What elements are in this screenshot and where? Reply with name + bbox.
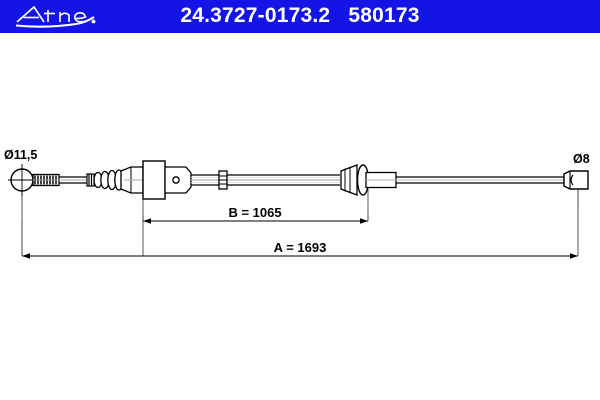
mid-collar: [218, 170, 228, 190]
label-dimension-b: B = 1065: [228, 205, 281, 220]
header-bar: 24.3727-0173.2 580173: [0, 0, 600, 33]
label-dimension-a: A = 1693: [274, 240, 327, 255]
threaded-nipple: [86, 173, 95, 187]
header-separator: [0, 33, 600, 35]
cone-flange-fitting: [340, 164, 370, 196]
ball-end-crosshair: [8, 164, 36, 196]
technical-drawing: Ø11,5 Ø8 B = 1065 A = 1693: [0, 35, 600, 400]
outer-tube: [191, 174, 340, 186]
thin-cable-right: [396, 176, 564, 184]
dimension-drop-lines: [21, 215, 579, 256]
eyelet-block: [164, 166, 192, 194]
ate-logo: [14, 3, 102, 30]
dimension-line-b: [143, 218, 368, 224]
cable-assembly-svg: Ø11,5 Ø8 B = 1065 A = 1693: [4, 148, 590, 259]
header-title: 24.3727-0173.2 580173: [180, 4, 420, 27]
bellows-rings: [93, 169, 124, 191]
label-diameter-left: Ø11,5: [4, 148, 37, 162]
thin-rod: [59, 176, 88, 184]
flange-block: [142, 160, 166, 200]
tapered-sleeve: [120, 166, 144, 194]
hatched-ferrule: [32, 173, 60, 187]
end-fitting: [563, 170, 589, 190]
label-diameter-right: Ø8: [573, 152, 590, 166]
dimension-line-a: [22, 253, 578, 259]
step-sleeve: [365, 171, 397, 189]
